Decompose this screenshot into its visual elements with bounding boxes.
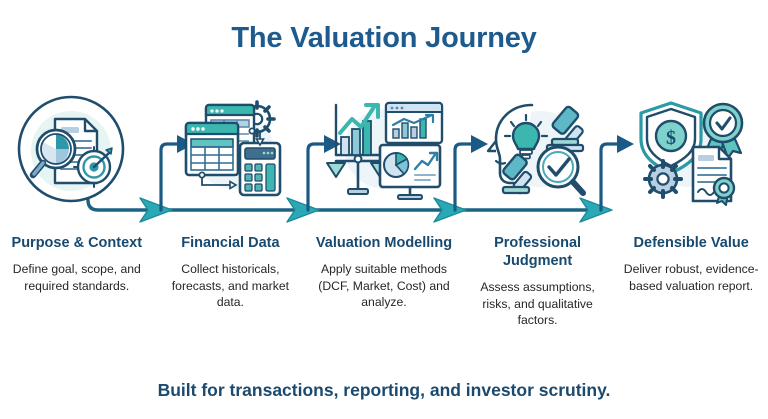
bar-chart-growth-icon [334,103,382,157]
footer-tagline: Built for transactions, reporting, and i… [157,380,611,400]
spreadsheet-window-front-icon [185,121,240,177]
step-3-title: Valuation Modelling [315,235,453,251]
page-title: The Valuation Journey [231,22,537,54]
step-defensible-value[interactable]: $ [614,92,768,294]
step-2-description: Collect historicals, forecasts, and mark… [171,262,289,309]
steps-row: Purpose & Context Define goal, scope, an… [0,92,768,362]
step-5-description: Deliver robust, evidence-based valuation… [623,262,759,293]
step-5-icon-area: $ [614,92,768,210]
step-3-description: Apply suitable methods (DCF, Market, Cos… [318,262,450,309]
lightbulb-icon [503,113,548,160]
gavel-secondary-icon [501,153,532,195]
step-4-icon-area [461,92,615,210]
step-valuation-modelling[interactable]: Valuation Modelling Apply suitable metho… [307,92,461,311]
calculator-icon [239,141,282,197]
step-purpose-context[interactable]: Purpose & Context Define goal, scope, an… [0,92,154,294]
step-professional-judgment[interactable]: Professional Judgment Assess assumptions… [461,92,615,329]
step-1-title: Purpose & Context [11,235,143,251]
step-2-icon-area [154,92,308,210]
gavel-icon [545,105,584,153]
step-4-title: Professional Judgment [494,235,582,269]
step-1-icon-area [0,92,154,210]
browser-chart-icon [384,101,444,145]
icon-connector-arrows [198,127,266,190]
svg-text:$: $ [666,127,676,149]
shield-dollar-icon: $ [639,101,703,175]
step-1-description: Define goal, scope, and required standar… [12,262,141,293]
step-4-description: Assess assumptions, risks, and qualitati… [480,280,595,327]
target-bullseye-icon [72,146,113,188]
gear-icon [643,159,684,199]
step-5-title: Defensible Value [633,235,749,251]
magnifier-pie-chart-icon [29,128,77,179]
certificate-document-icon [691,145,736,206]
step-3-icon-area [307,92,461,210]
monitor-pie-chart-icon [378,143,442,200]
step-financial-data[interactable]: Financial Data Collect historicals, fore… [154,92,308,311]
step-2-title: Financial Data [181,235,280,251]
magnifier-check-icon [536,145,586,196]
seal-ribbon-icon [712,176,736,206]
